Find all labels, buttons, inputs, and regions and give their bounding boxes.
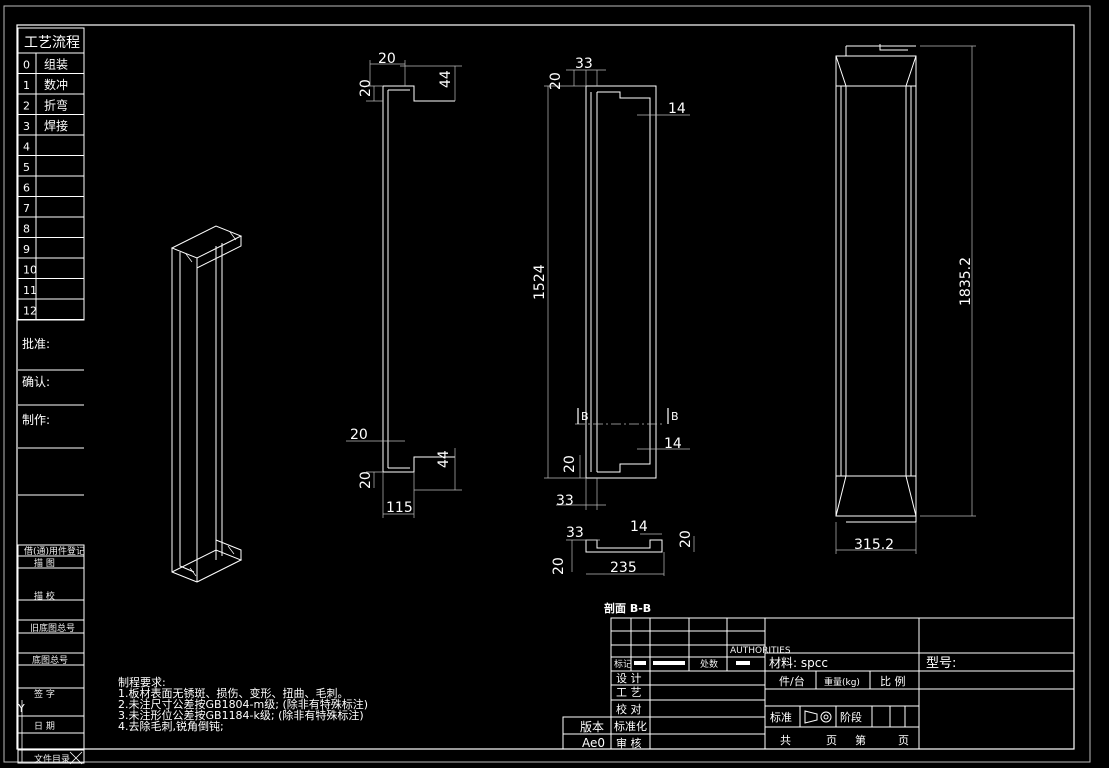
process-step-no: 0 [23, 59, 30, 72]
process-step-no: 6 [23, 182, 30, 195]
part-per-label: 件/台 [779, 674, 805, 688]
dim-side-bot-h1: 20 [358, 471, 374, 489]
section-bb: 33 14 20 20 235 剖面 B-B [551, 519, 695, 615]
stage-label: 阶段 [840, 710, 862, 724]
approve-label: 批准: [22, 336, 50, 351]
review-label: 审 核 [616, 736, 642, 750]
dim-side-bot-w: 20 [350, 427, 368, 443]
title-block: 标记 处数 AUTHORITIES 设 计 工 艺 校 对 标准化 审 核 版本… [562, 617, 1075, 750]
process-label: 工 艺 [616, 686, 642, 699]
dim-front-top-r: 14 [668, 101, 686, 117]
borrow-label: 借(通)用件登记 [24, 545, 85, 557]
process-step-name: 组装 [44, 58, 68, 72]
drawing-frame [3, 5, 1091, 763]
dim-side-bot-h2: 44 [436, 450, 452, 468]
dim-front-height: 1524 [532, 264, 548, 300]
dim-sec-h2: 20 [678, 530, 694, 548]
notes-line-3: 3.未注形位公差按GB1184-k级; (除非有特殊标注) [118, 708, 364, 722]
process-step-no: 2 [23, 100, 30, 113]
drawn-label: 描 图 [34, 557, 55, 569]
process-step-name: 数冲 [44, 77, 68, 92]
version-value: Ae0 [582, 736, 605, 750]
dim-side-top-h2: 44 [438, 70, 454, 88]
process-step-no: 10 [23, 264, 37, 277]
std-label: 标准 [770, 710, 792, 724]
notes-line-1: 1.板材表面无锈斑、损伤、变形、扭曲、毛刺。 [118, 686, 349, 700]
process-step-no: 11 [23, 284, 37, 297]
dim-sec-w2: 14 [630, 519, 648, 535]
file-index-label: 文件目录 [34, 753, 70, 765]
svg-text:Y: Y [17, 702, 25, 715]
sheets-label: 页 [826, 734, 837, 747]
notes-line-2: 2.未注尺寸公差按GB1804-m级; (除非有特殊标注) [118, 697, 368, 711]
traced-label: 描 校 [34, 590, 55, 602]
confirm-label: 确认: [22, 375, 50, 389]
dim-front-bot-r: 14 [664, 436, 682, 452]
process-notes: 制程要求: 1.板材表面无锈斑、损伤、变形、扭曲、毛刺。 2.未注尺寸公差按GB… [118, 676, 368, 733]
dim-front-bot-w: 33 [556, 493, 574, 509]
cert-label: AUTHORITIES [730, 646, 791, 656]
side-view: 20 44 20 20 44 20 115 [346, 51, 462, 518]
standardize-label: 标准化 [614, 719, 647, 733]
check-label: 校 对 [616, 702, 642, 716]
dim-front-top-w: 33 [575, 56, 593, 72]
process-step-name: 焊接 [44, 118, 68, 133]
ucs-icon: Y [17, 700, 83, 765]
notes-title: 制程要求: [118, 676, 166, 689]
section-mark-right: B [671, 410, 679, 423]
signature-label: 签 字 [34, 688, 55, 700]
dim-front-top-h: 20 [548, 72, 564, 90]
old-no-label: 旧底图总号 [30, 622, 75, 634]
version-label: 版本 [580, 720, 604, 734]
front-view: 20 33 14 1524 B B 14 20 33 [532, 56, 690, 510]
made-by-label: 制作: [22, 413, 50, 427]
section-mark-left: B [581, 410, 589, 423]
dim-side-width: 115 [386, 500, 413, 516]
no-label: 第 [855, 733, 866, 747]
dim-sec-w1: 33 [566, 525, 584, 541]
process-step-no: 8 [23, 223, 30, 236]
dim-right-width: 315.2 [854, 537, 894, 553]
process-step-no: 12 [23, 305, 37, 318]
scale-label: 比 例 [880, 674, 906, 688]
dim-sec-h1: 20 [551, 557, 567, 575]
dim-side-top-w: 20 [378, 51, 396, 67]
notes-line-4: 4.去除毛刺,锐角倒钝; [118, 719, 224, 733]
process-step-no: 9 [23, 243, 30, 256]
model-label: 型号: [926, 656, 956, 671]
section-title: 剖面 B-B [604, 601, 651, 615]
qty-label: 处数 [700, 658, 718, 670]
process-step-no: 3 [23, 120, 30, 133]
mark-label: 标记 [614, 658, 632, 670]
isometric-view [170, 225, 243, 583]
process-step-no: 7 [23, 202, 30, 215]
process-step-no: 4 [23, 141, 30, 154]
projection-symbol-icon [804, 710, 832, 724]
process-step-no: 5 [23, 161, 30, 174]
process-step-no: 1 [23, 79, 30, 92]
dim-right-height: 1835.2 [958, 257, 974, 306]
dim-front-bot-h: 20 [562, 455, 578, 473]
total-label: 共 [780, 734, 791, 747]
record-strip: 借(通)用件登记 描 图 描 校 旧底图总号 底图总号 签 字 日 期 文件目录… [17, 544, 85, 765]
date-label: 日 期 [34, 721, 55, 732]
material-label: 材料: spcc [769, 656, 828, 670]
base-no-label: 底图总号 [32, 654, 68, 666]
dim-side-top-h1: 20 [358, 79, 374, 97]
design-label: 设 计 [616, 672, 642, 685]
process-title: 工艺流程 [24, 35, 80, 51]
process-step-name: 折弯 [44, 98, 68, 113]
weight-label: 重量(kg) [824, 676, 860, 688]
right-view: 1835.2 315.2 [835, 44, 976, 554]
process-table: 工艺流程 0 组装 1 数冲 2 折弯 3 焊接 4 5 6 7 8 9 10 11 12 批准: 确认: 制作… [17, 27, 85, 496]
dim-sec-width: 235 [610, 560, 637, 576]
sheet-label: 页 [898, 734, 909, 747]
